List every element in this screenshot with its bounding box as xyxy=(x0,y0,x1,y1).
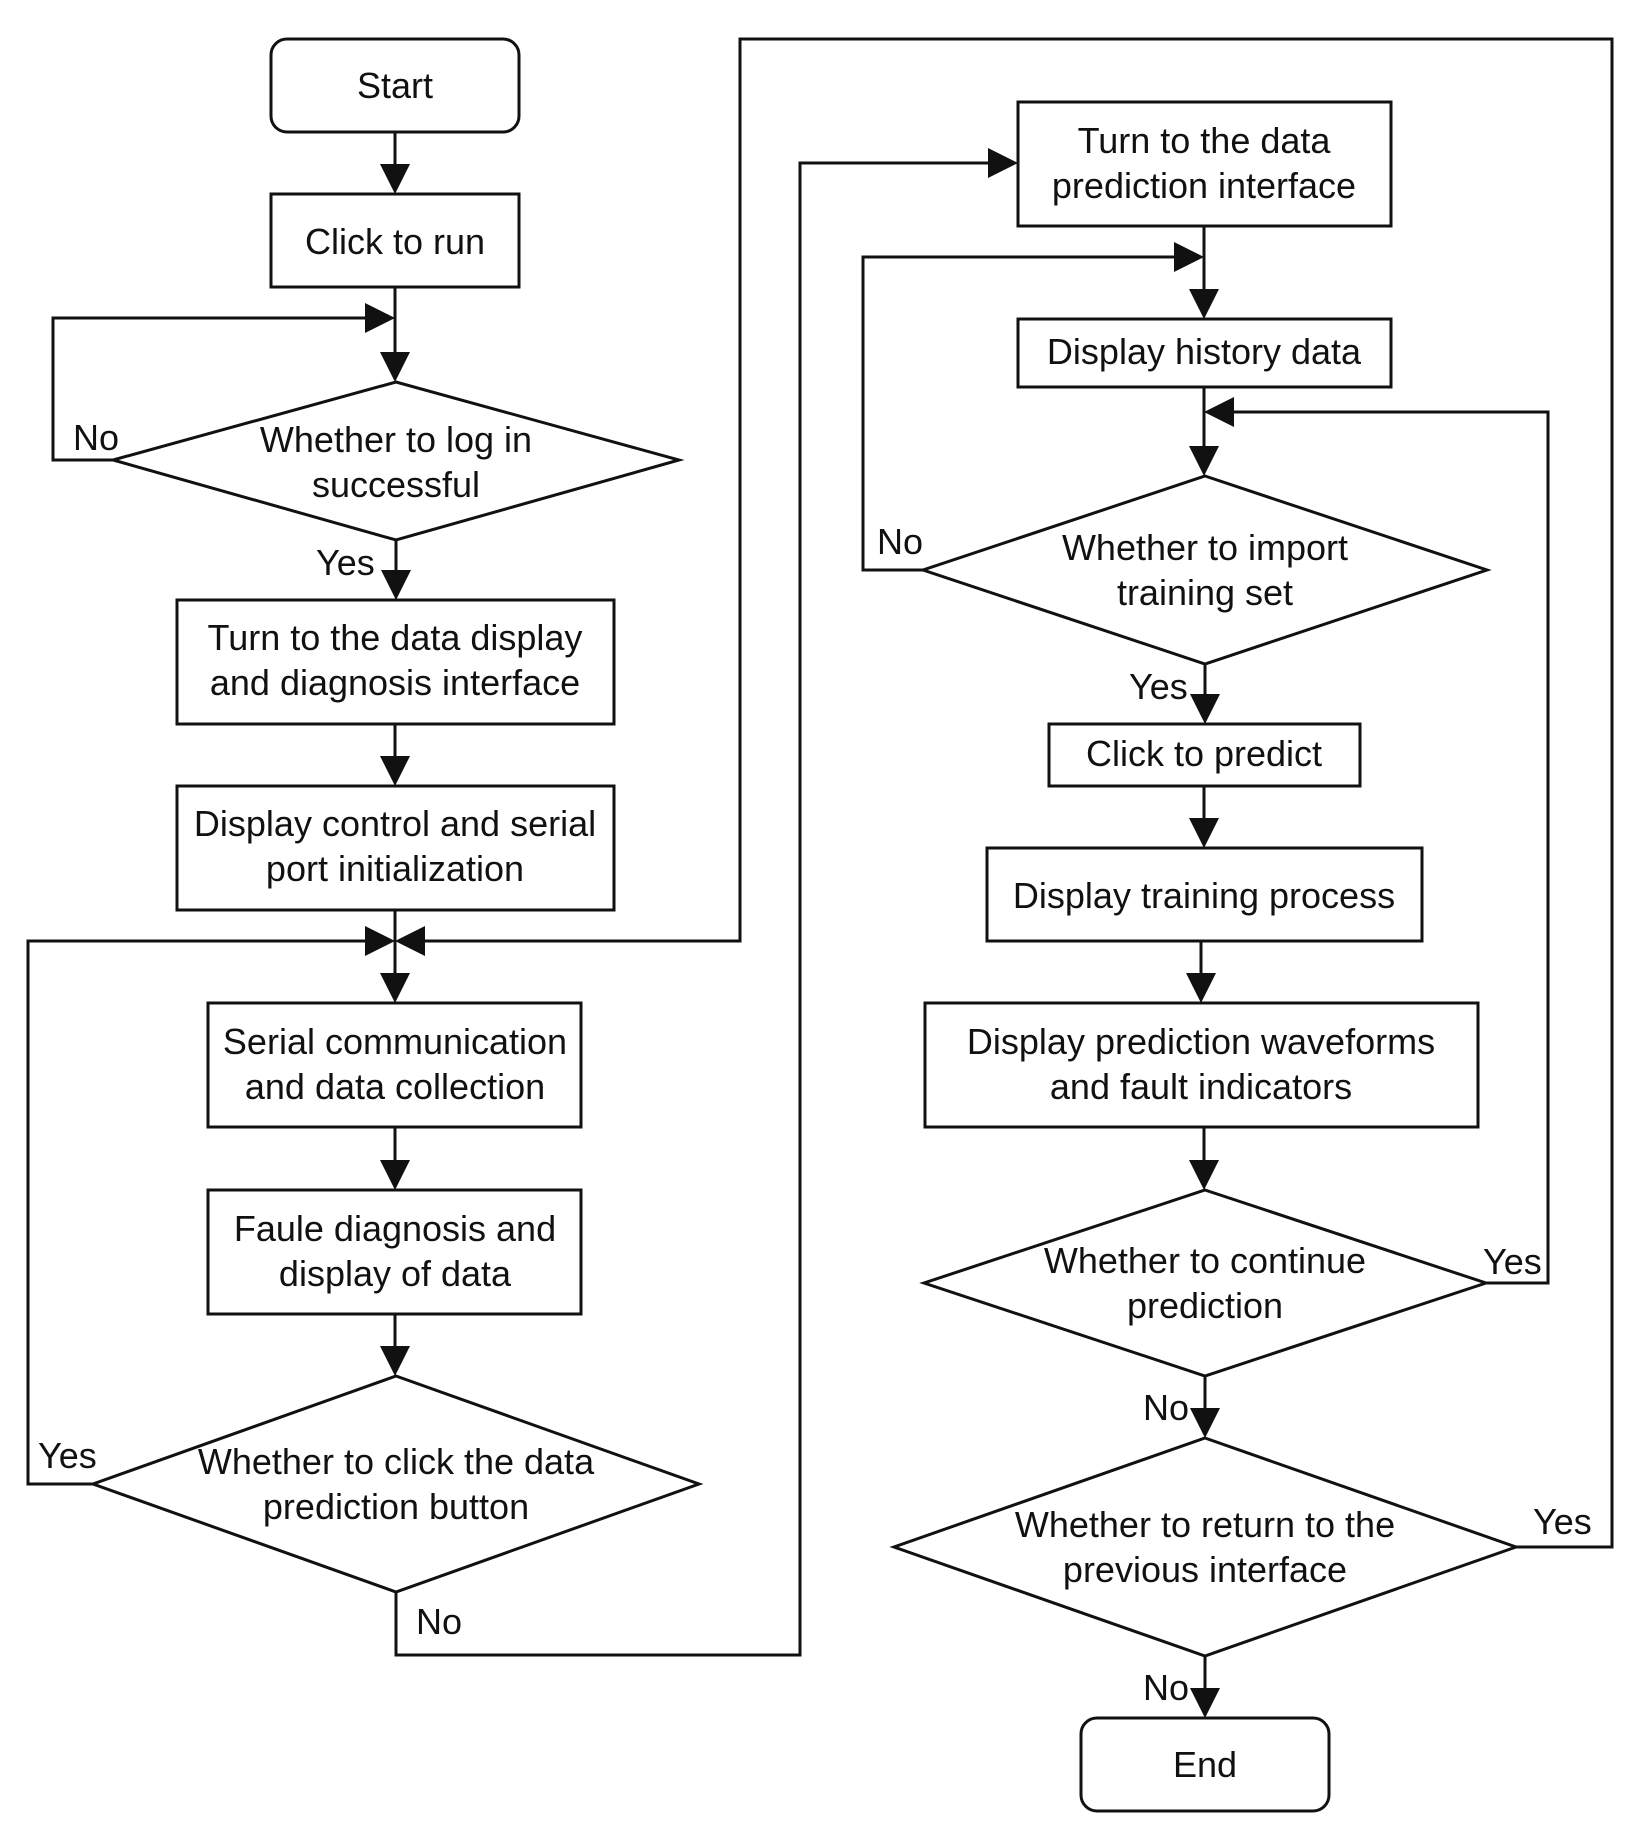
continue-prediction-decision: Whether to continue prediction xyxy=(919,1188,1491,1378)
import-training-decision-line-1: Whether to import xyxy=(1062,527,1348,568)
display-control-line-2: port initialization xyxy=(266,848,524,889)
fault-diagnosis-line-2: display of data xyxy=(279,1253,512,1294)
click-prediction-decision-line-2: prediction button xyxy=(263,1486,529,1527)
edge-label-click-prediction-yes: Yes xyxy=(38,1435,97,1476)
return-previous-decision-line-2: previous interface xyxy=(1063,1549,1347,1590)
edge-label-continue-no: No xyxy=(1143,1387,1189,1428)
display-training-label: Display training process xyxy=(1013,875,1395,916)
display-waveforms-node: Display prediction waveforms and fault i… xyxy=(923,1001,1480,1129)
return-previous-decision: Whether to return to the previous interf… xyxy=(889,1436,1521,1658)
login-decision-line-2: successful xyxy=(312,464,480,505)
display-control-line-1: Display control and serial xyxy=(194,803,596,844)
continue-prediction-decision-line-2: prediction xyxy=(1127,1285,1283,1326)
edge-label-login-yes: Yes xyxy=(316,542,375,583)
click-to-run-label: Click to run xyxy=(305,221,485,262)
turn-to-display-node: Turn to the data display and diagnosis i… xyxy=(175,598,616,726)
login-decision: Whether to log in successful xyxy=(107,380,685,542)
arrow-login-no-loop xyxy=(51,303,395,462)
import-training-decision-line-2: training set xyxy=(1117,572,1293,613)
display-history-node: Display history data xyxy=(1016,317,1393,389)
start-node: Start xyxy=(269,37,521,134)
fault-diagnosis-line-1: Faule diagnosis and xyxy=(234,1208,556,1249)
end-label: End xyxy=(1173,1744,1237,1785)
arrow-import-no-loop xyxy=(861,242,1204,572)
edge-label-continue-yes: Yes xyxy=(1483,1241,1542,1282)
turn-to-prediction-line-1: Turn to the data xyxy=(1078,120,1332,161)
edge-label-login-no: No xyxy=(73,417,119,458)
click-prediction-decision: Whether to click the data prediction but… xyxy=(88,1374,704,1594)
arrow-continue-yes-loop xyxy=(1204,397,1550,1285)
import-training-decision: Whether to import training set xyxy=(918,474,1492,666)
edge-label-import-no: No xyxy=(877,521,923,562)
serial-communication-line-1: Serial communication xyxy=(223,1021,567,1062)
turn-to-prediction-line-2: prediction interface xyxy=(1052,165,1356,206)
serial-communication-node: Serial communication and data collection xyxy=(206,1001,583,1129)
login-decision-line-1: Whether to log in xyxy=(260,419,532,460)
edge-label-click-prediction-no: No xyxy=(416,1601,462,1642)
click-prediction-decision-line-1: Whether to click the data xyxy=(198,1441,595,1482)
display-waveforms-line-2: and fault indicators xyxy=(1050,1066,1352,1107)
display-history-label: Display history data xyxy=(1047,331,1362,372)
arrow-return-yes-loop xyxy=(395,37,1614,1549)
return-previous-decision-line-1: Whether to return to the xyxy=(1015,1504,1395,1545)
turn-to-prediction-node: Turn to the data prediction interface xyxy=(1016,100,1393,228)
display-waveforms-line-1: Display prediction waveforms xyxy=(967,1021,1435,1062)
start-label: Start xyxy=(357,65,433,106)
display-control-node: Display control and serial port initiali… xyxy=(175,784,616,912)
serial-communication-line-2: and data collection xyxy=(245,1066,545,1107)
arrow-click-prediction-no xyxy=(394,148,1018,1657)
turn-to-display-line-1: Turn to the data display xyxy=(208,617,583,658)
end-node: End xyxy=(1079,1716,1331,1813)
click-to-predict-node: Click to predict xyxy=(1047,722,1362,788)
fault-diagnosis-node: Faule diagnosis and display of data xyxy=(206,1188,583,1316)
edge-label-import-yes: Yes xyxy=(1129,666,1188,707)
click-to-run-node: Click to run xyxy=(269,192,521,289)
turn-to-display-line-2: and diagnosis interface xyxy=(210,662,580,703)
continue-prediction-decision-line-1: Whether to continue xyxy=(1044,1240,1366,1281)
edge-label-return-yes: Yes xyxy=(1533,1501,1592,1542)
arrow-click-prediction-yes-loop xyxy=(26,926,395,1486)
display-training-node: Display training process xyxy=(985,846,1424,943)
edge-label-return-no: No xyxy=(1143,1667,1189,1708)
click-to-predict-label: Click to predict xyxy=(1086,733,1322,774)
